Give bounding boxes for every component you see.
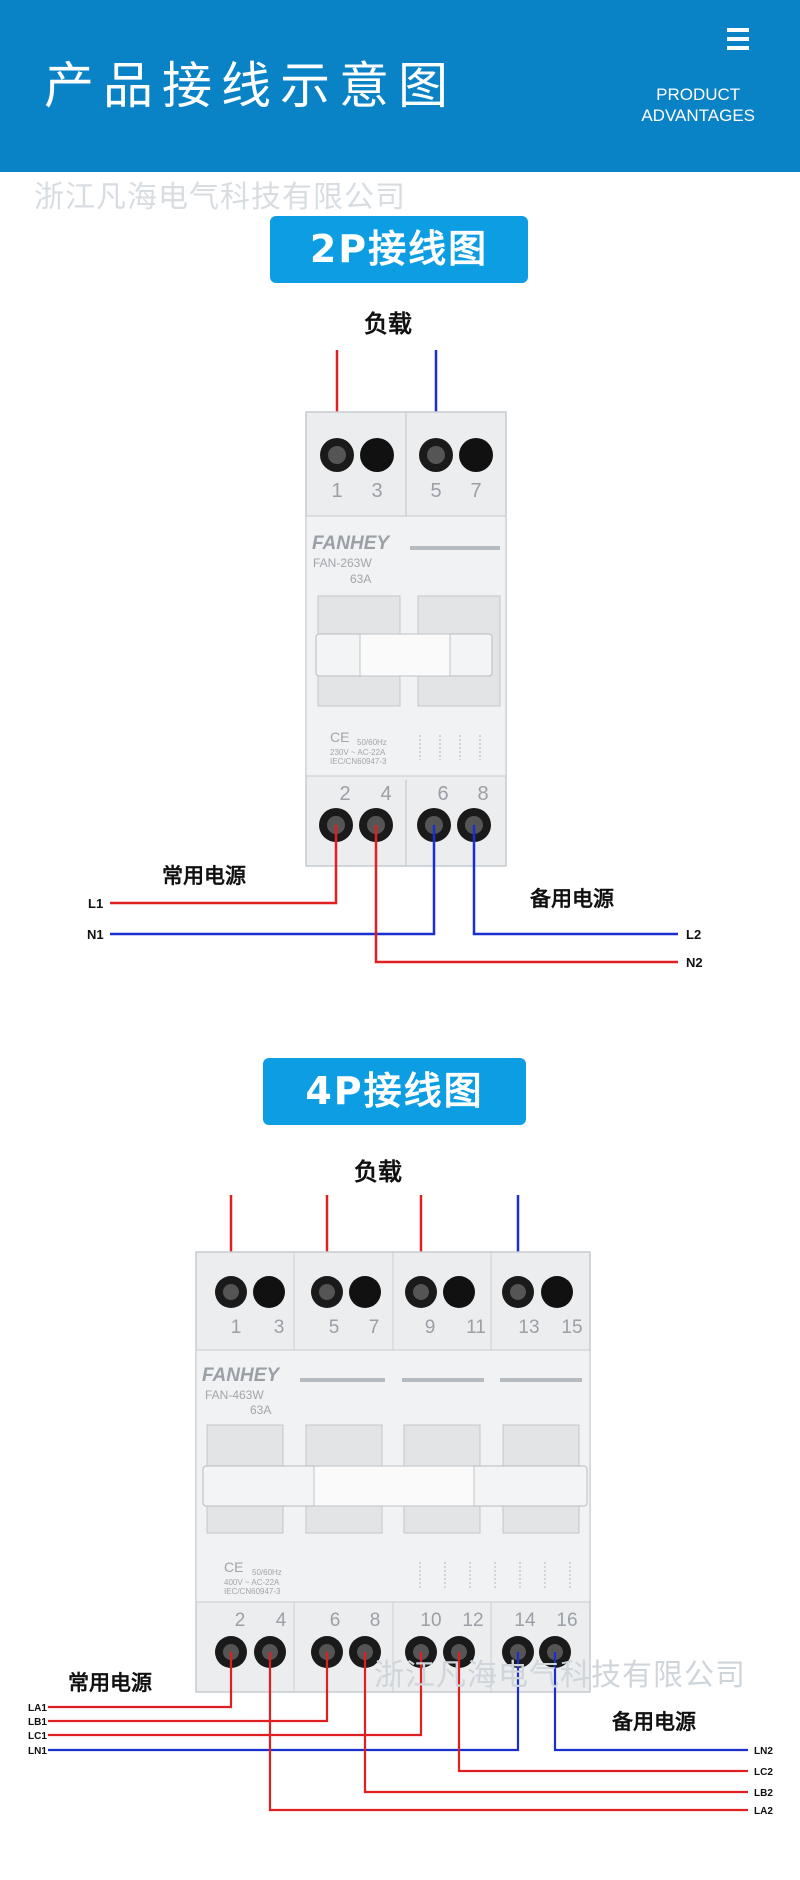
heading-4p: 4P接线图: [263, 1058, 526, 1125]
terminal-label: 3: [371, 480, 382, 502]
terminal-label: 11: [466, 1317, 486, 1338]
terminal-label: 5: [430, 480, 441, 502]
terminal-label: 1: [231, 1317, 242, 1338]
load-label-2p: 负载: [364, 310, 412, 338]
common-source-label-4p: 常用电源: [68, 1671, 152, 1695]
terminal-label: 6: [437, 783, 448, 805]
wire-label-la2: LA2: [754, 1806, 773, 1817]
watermark-top: 浙江凡海电气科技有限公司: [34, 180, 406, 215]
wire-label-la1: LA1: [28, 1703, 47, 1714]
header-subtitle: PRODUCT ADVANTAGES: [641, 84, 755, 126]
page-header: 产品接线示意图 PRODUCT ADVANTAGES: [0, 0, 800, 172]
brand-logo: FANHEY: [312, 533, 391, 554]
terminal-label: 4: [276, 1610, 287, 1631]
spec-standard: IEC/CN60947-3: [330, 757, 387, 766]
wire-label-lb1: LB1: [28, 1717, 47, 1728]
brand-logo: FANHEY: [202, 1365, 281, 1386]
terminal-hole-7: [459, 438, 493, 472]
terminal-label: 1: [331, 480, 342, 502]
header-subtitle-line2: ADVANTAGES: [641, 106, 755, 125]
terminal-label: 2: [235, 1610, 246, 1631]
terminal-label: 7: [470, 480, 481, 502]
menu-icon[interactable]: [727, 28, 749, 52]
wire-label-n1: N1: [87, 927, 104, 942]
header-subtitle-line1: PRODUCT: [656, 85, 741, 104]
terminal-label: 10: [420, 1610, 441, 1631]
terminal-label: 3: [274, 1317, 285, 1338]
model-number: FAN-463W: [205, 1388, 264, 1402]
model-number: FAN-263W: [313, 556, 372, 570]
terminal-label: 2: [339, 783, 350, 805]
backup-source-label-4p: 备用电源: [611, 1710, 696, 1734]
backup-source-label-2p: 备用电源: [529, 887, 614, 911]
spec-standard: IEC/CN60947-3: [224, 1587, 281, 1596]
terminal-label: 16: [556, 1610, 577, 1631]
switch-body-4p: 1 3 5 7 9 11 13 15 FANHEY FAN-463W 63A C…: [195, 1251, 591, 1693]
wire-label-n2: N2: [686, 955, 703, 970]
spec-voltage: 230V ~ AC-22A: [330, 748, 386, 757]
wire-label-l1: L1: [88, 896, 103, 911]
load-label-4p: 负载: [354, 1158, 402, 1186]
wire-label-ln1: LN1: [28, 1746, 47, 1757]
spec-frequency: 50/60Hz: [252, 1568, 282, 1577]
wire-label-l2: L2: [686, 927, 701, 942]
page-title: 产品接线示意图: [44, 57, 457, 115]
terminal-label: 13: [518, 1317, 539, 1338]
terminal-label: 9: [425, 1317, 436, 1338]
wiring-diagram-4p: 负载 1 3 5 7 9 11 13 15 FANHEY FAN: [28, 1158, 773, 1817]
terminal-label: 15: [561, 1317, 582, 1338]
terminal-label: 4: [380, 783, 391, 805]
rating: 63A: [250, 1403, 271, 1417]
terminal-label: 6: [330, 1610, 341, 1631]
common-source-label-2p: 常用电源: [162, 864, 246, 888]
spec-frequency: 50/60Hz: [357, 738, 387, 747]
terminal-label: 14: [514, 1610, 536, 1631]
terminal-hole-3: [360, 438, 394, 472]
terminal-label: 7: [369, 1317, 380, 1338]
terminal-label: 8: [477, 783, 488, 805]
terminal-label: 5: [329, 1317, 340, 1338]
wire-label-lc2: LC2: [754, 1767, 773, 1778]
wiring-diagram-2p: 负载 1 3 5 7 FANHEY FAN-263W 63A CE 50/60H…: [87, 310, 703, 970]
rating: 63A: [350, 572, 371, 586]
ce-mark: CE: [330, 729, 349, 745]
wire-label-lc1: LC1: [28, 1731, 47, 1742]
terminal-label: 8: [370, 1610, 381, 1631]
wire-label-lb2: LB2: [754, 1788, 773, 1799]
terminal-label: 12: [462, 1610, 483, 1631]
spec-voltage: 400V ~ AC-22A: [224, 1578, 280, 1587]
watermark-bottom: 浙江凡海电气科技有限公司: [374, 1658, 746, 1693]
switch-body-2p: 1 3 5 7 FANHEY FAN-263W 63A CE 50/60Hz 2…: [305, 411, 507, 867]
ce-mark: CE: [224, 1559, 243, 1575]
wire-label-ln2: LN2: [754, 1746, 773, 1757]
heading-2p: 2P接线图: [270, 216, 528, 283]
